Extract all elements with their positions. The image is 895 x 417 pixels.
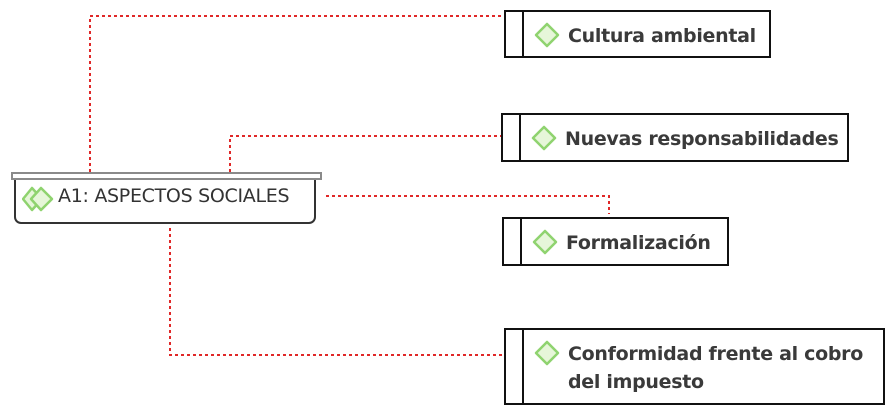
topic-label: Conformidad frente al cobro del impuesto (568, 343, 863, 393)
connector-cultura (89, 15, 505, 172)
topic-conformidad[interactable]: Conformidad frente al cobro del impuesto (504, 328, 885, 405)
topic-left-bar (519, 115, 521, 160)
diamond-icon (534, 22, 560, 48)
diamond-icon (532, 229, 558, 255)
root-node-label: A1: ASPECTOS SOCIALES (58, 185, 290, 207)
diamond-icon (531, 125, 557, 151)
topic-label: Nuevas responsabilidades (565, 128, 839, 150)
topic-left-bar (522, 12, 524, 56)
topic-label: Cultura ambiental (568, 25, 756, 47)
root-node-cap (11, 172, 322, 180)
topic-label: Formalización (566, 232, 711, 254)
topic-nuevas-responsabilidades[interactable]: Nuevas responsabilidades (501, 113, 849, 162)
double-diamond-icon (22, 186, 54, 212)
connector-conformidad (169, 228, 505, 356)
diamond-icon (534, 340, 560, 366)
topic-formalizacion[interactable]: Formalización (502, 217, 729, 266)
topic-left-bar (520, 219, 522, 264)
topic-cultura-ambiental[interactable]: Cultura ambiental (504, 10, 771, 58)
connector-formalizacion (326, 195, 610, 214)
connector-nuevas (229, 135, 502, 172)
root-node[interactable] (14, 173, 316, 224)
topic-left-bar (522, 330, 524, 403)
